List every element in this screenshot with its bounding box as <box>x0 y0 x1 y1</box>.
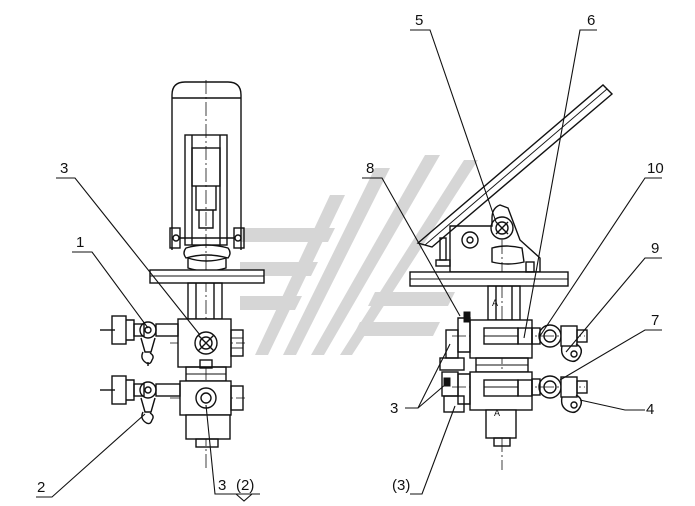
callout-6: 6 <box>587 12 595 29</box>
leader-lines <box>36 29 662 502</box>
callout-3-bottom: 3 <box>218 477 226 494</box>
callout-7: 7 <box>651 312 659 329</box>
port-mark-upper: A <box>492 298 498 308</box>
side-view <box>409 84 614 470</box>
port-mark-lower: A <box>494 408 500 418</box>
watermark-logo <box>240 155 478 355</box>
callout-2: 2 <box>37 479 45 496</box>
callout-3-right-sub: (3) <box>392 477 410 494</box>
callout-3-bottom-sub: (2) <box>236 477 254 494</box>
callout-3-right: 3 <box>390 400 398 417</box>
callout-5: 5 <box>415 12 423 29</box>
front-view <box>100 80 265 470</box>
callout-labels: 3 1 2 3 (2) 5 6 8 10 9 7 4 3 (3) <box>37 12 664 496</box>
callout-1: 1 <box>76 234 84 251</box>
callout-10: 10 <box>647 160 664 177</box>
callout-3-top-left: 3 <box>60 160 68 177</box>
callout-8: 8 <box>366 160 374 177</box>
callout-9: 9 <box>651 240 659 257</box>
callout-4: 4 <box>646 401 654 418</box>
